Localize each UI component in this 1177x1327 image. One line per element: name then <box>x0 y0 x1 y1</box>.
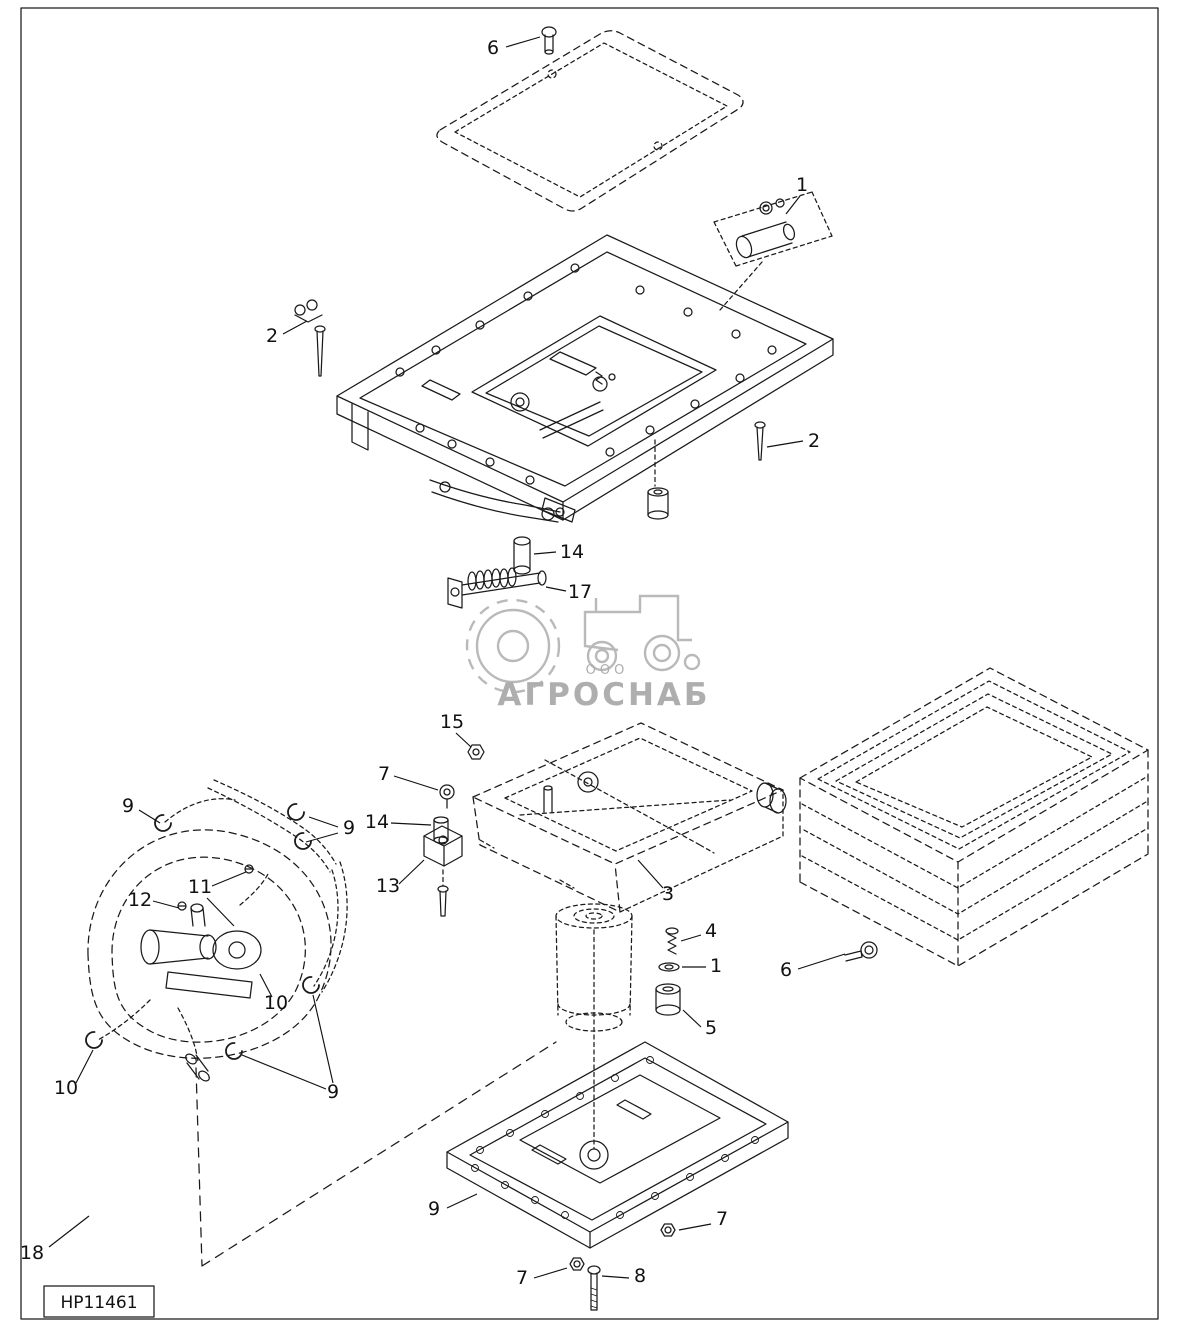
watermark: ООО АГРОСНАБ <box>465 594 710 713</box>
bolt-8 <box>587 1265 601 1311</box>
bushing-5 <box>655 983 681 1016</box>
callout-label: 7 <box>378 763 390 785</box>
compressor-pump <box>140 864 262 1082</box>
washer-1-mid <box>658 962 680 972</box>
bottom-frame-assembly <box>446 1041 789 1249</box>
callout-leader <box>682 1009 702 1028</box>
hose-clips-9 <box>85 803 320 1060</box>
callout-label: 9 <box>343 817 355 839</box>
callout-leader <box>312 994 334 1084</box>
callout-leader <box>505 36 541 48</box>
callout-label: 2 <box>266 325 278 347</box>
cover-screw-6 <box>541 26 557 55</box>
callout-label: 9 <box>327 1081 339 1103</box>
callout-label: 1 <box>796 174 808 196</box>
callout-leader <box>308 816 339 828</box>
callout-leader <box>398 859 425 885</box>
callout-leader <box>75 1049 94 1084</box>
shaft-assembly-17 <box>447 567 547 609</box>
callout-label: 11 <box>188 876 212 898</box>
nut-15 <box>467 744 485 760</box>
callout-label: 2 <box>808 430 820 452</box>
nut-7-left <box>569 1257 585 1271</box>
tractor-icon <box>583 594 701 672</box>
callout-label: 10 <box>264 992 288 1014</box>
callout-leader <box>637 859 664 889</box>
gear-icon <box>465 598 561 694</box>
callout-label: 15 <box>440 711 464 733</box>
part-code-box: HP11461 <box>43 1285 155 1318</box>
callout-leader <box>455 732 472 748</box>
screw-4 <box>665 927 679 955</box>
bolt-6-right <box>844 941 878 962</box>
page-border <box>20 7 1159 1320</box>
nut-7-right <box>660 1223 676 1237</box>
callout-label: 9 <box>122 795 134 817</box>
valve-block-13 <box>423 825 463 917</box>
callout-leader <box>533 1267 568 1279</box>
callout-leader <box>282 320 308 335</box>
callout-label: 6 <box>780 959 792 981</box>
spacer-14-mid <box>433 816 449 844</box>
callout-leader <box>545 586 567 592</box>
callout-label: 14 <box>560 541 584 563</box>
callout-leader <box>48 1215 90 1248</box>
callout-label: 12 <box>128 889 152 911</box>
cylinder-1-assembly <box>713 191 833 311</box>
spacer-14-top <box>513 536 531 575</box>
callout-label: 18 <box>20 1242 44 1264</box>
bottom-frame-holes <box>471 1056 759 1219</box>
callout-leader <box>305 832 339 843</box>
callout-leader <box>797 953 846 970</box>
upper-frame-assembly <box>336 234 834 523</box>
mid-frame-assembly-3 <box>472 722 787 913</box>
pin-2-right <box>754 421 766 461</box>
part-code-label: HP11461 <box>60 1293 137 1313</box>
harness-assembly <box>87 779 348 1063</box>
fitting-7-mid <box>439 784 455 809</box>
air-spring <box>555 903 633 1149</box>
pin-2-left <box>294 299 326 377</box>
callout-label: 10 <box>54 1077 78 1099</box>
callout-label: 17 <box>568 581 592 603</box>
callout-label: 3 <box>662 883 674 905</box>
callout-label: 6 <box>487 37 499 59</box>
callout-leader <box>211 871 247 887</box>
callout-leader <box>259 973 273 998</box>
callout-leader <box>678 1223 712 1231</box>
callout-label: 13 <box>376 875 400 897</box>
callout-leader <box>138 809 161 824</box>
frame-bushing <box>647 439 669 520</box>
callout-leader <box>206 897 235 927</box>
callout-label: 4 <box>705 920 717 942</box>
callout-label: 14 <box>365 811 389 833</box>
top-cover-panel <box>436 30 744 212</box>
projection-lines <box>195 1041 557 1267</box>
callout-leader <box>533 551 557 555</box>
callout-leader <box>601 1275 630 1279</box>
watermark-prefix: ООО <box>586 663 629 678</box>
bellows <box>799 667 1149 967</box>
callout-leader <box>393 775 439 791</box>
callout-label: 7 <box>516 1267 528 1289</box>
callout-leader <box>446 1193 478 1209</box>
callout-leader <box>390 822 432 826</box>
callout-label: 8 <box>634 1265 646 1287</box>
callout-label: 5 <box>705 1017 717 1039</box>
frame-holes <box>395 263 777 485</box>
callout-leader <box>241 1054 327 1090</box>
callout-leader <box>785 195 801 215</box>
callout-label: 1 <box>710 955 722 977</box>
callout-leader <box>680 934 702 942</box>
callout-label: 9 <box>428 1198 440 1220</box>
watermark-name: АГРОСНАБ <box>497 677 710 713</box>
callout-leader <box>152 900 180 909</box>
callout-leader <box>766 440 804 448</box>
callout-label: 7 <box>716 1208 728 1230</box>
